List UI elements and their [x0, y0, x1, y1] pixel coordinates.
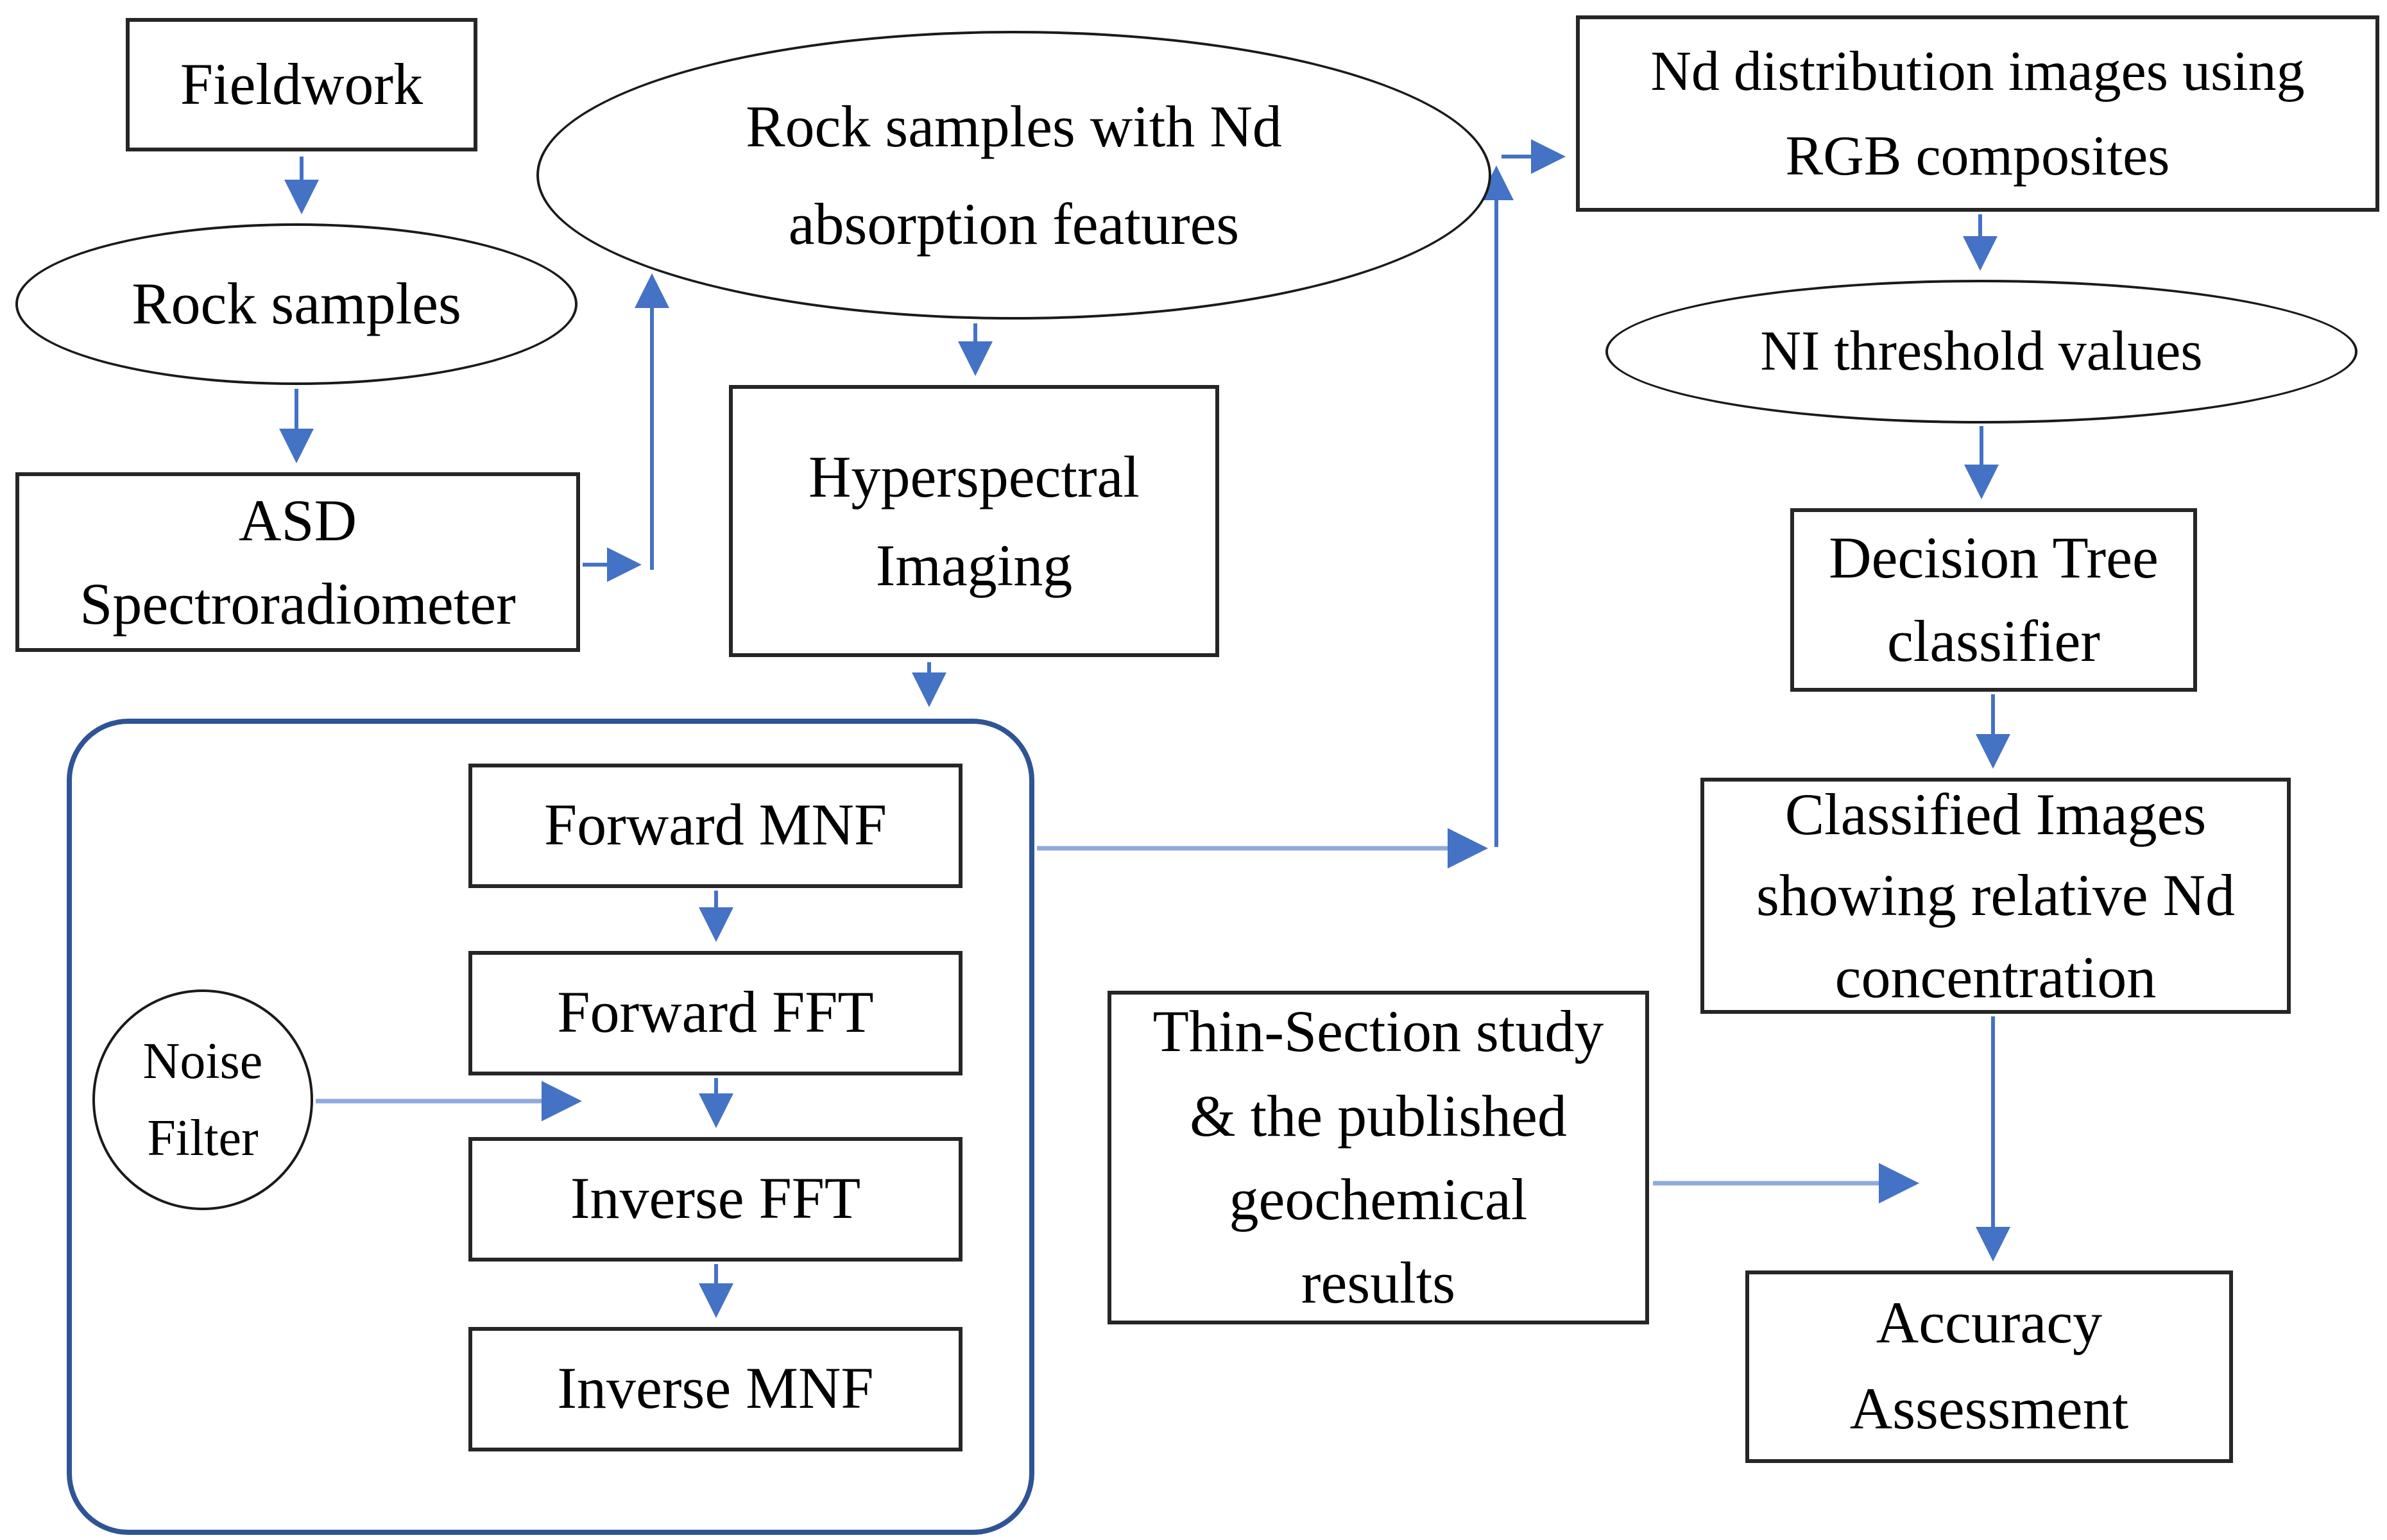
node-rock-samples-with-nd-absorption: Rock samples with Nd absorption features: [536, 31, 1491, 320]
node-inverse-mnf: Inverse MNF: [468, 1327, 963, 1451]
node-hyperspectral-imaging: Hyperspectral Imaging: [729, 385, 1219, 657]
node-inverse-fft: Inverse FFT: [468, 1137, 963, 1262]
noise-filtering-group-frame: [67, 719, 1034, 1535]
node-accuracy-assessment: Accuracy Assessment: [1745, 1270, 2233, 1463]
node-fieldwork: Fieldwork: [126, 18, 477, 151]
node-noise-filter: Noise Filter: [92, 989, 313, 1210]
node-classified-images: Classified Images showing relative Nd co…: [1700, 778, 2291, 1014]
node-asd-spectroradiometer: ASD Spectroradiometer: [15, 472, 580, 652]
node-forward-mnf: Forward MNF: [468, 764, 963, 888]
node-thin-section-study: Thin-Section study & the published geoch…: [1108, 991, 1649, 1324]
node-decision-tree-classifier: Decision Tree classifier: [1790, 508, 2197, 692]
node-nd-distribution-images: Nd distribution images using RGB composi…: [1576, 15, 2379, 212]
node-rock-samples: Rock samples: [15, 223, 578, 385]
node-ni-threshold-values: NI threshold values: [1605, 280, 2357, 424]
node-forward-fft: Forward FFT: [468, 951, 963, 1075]
